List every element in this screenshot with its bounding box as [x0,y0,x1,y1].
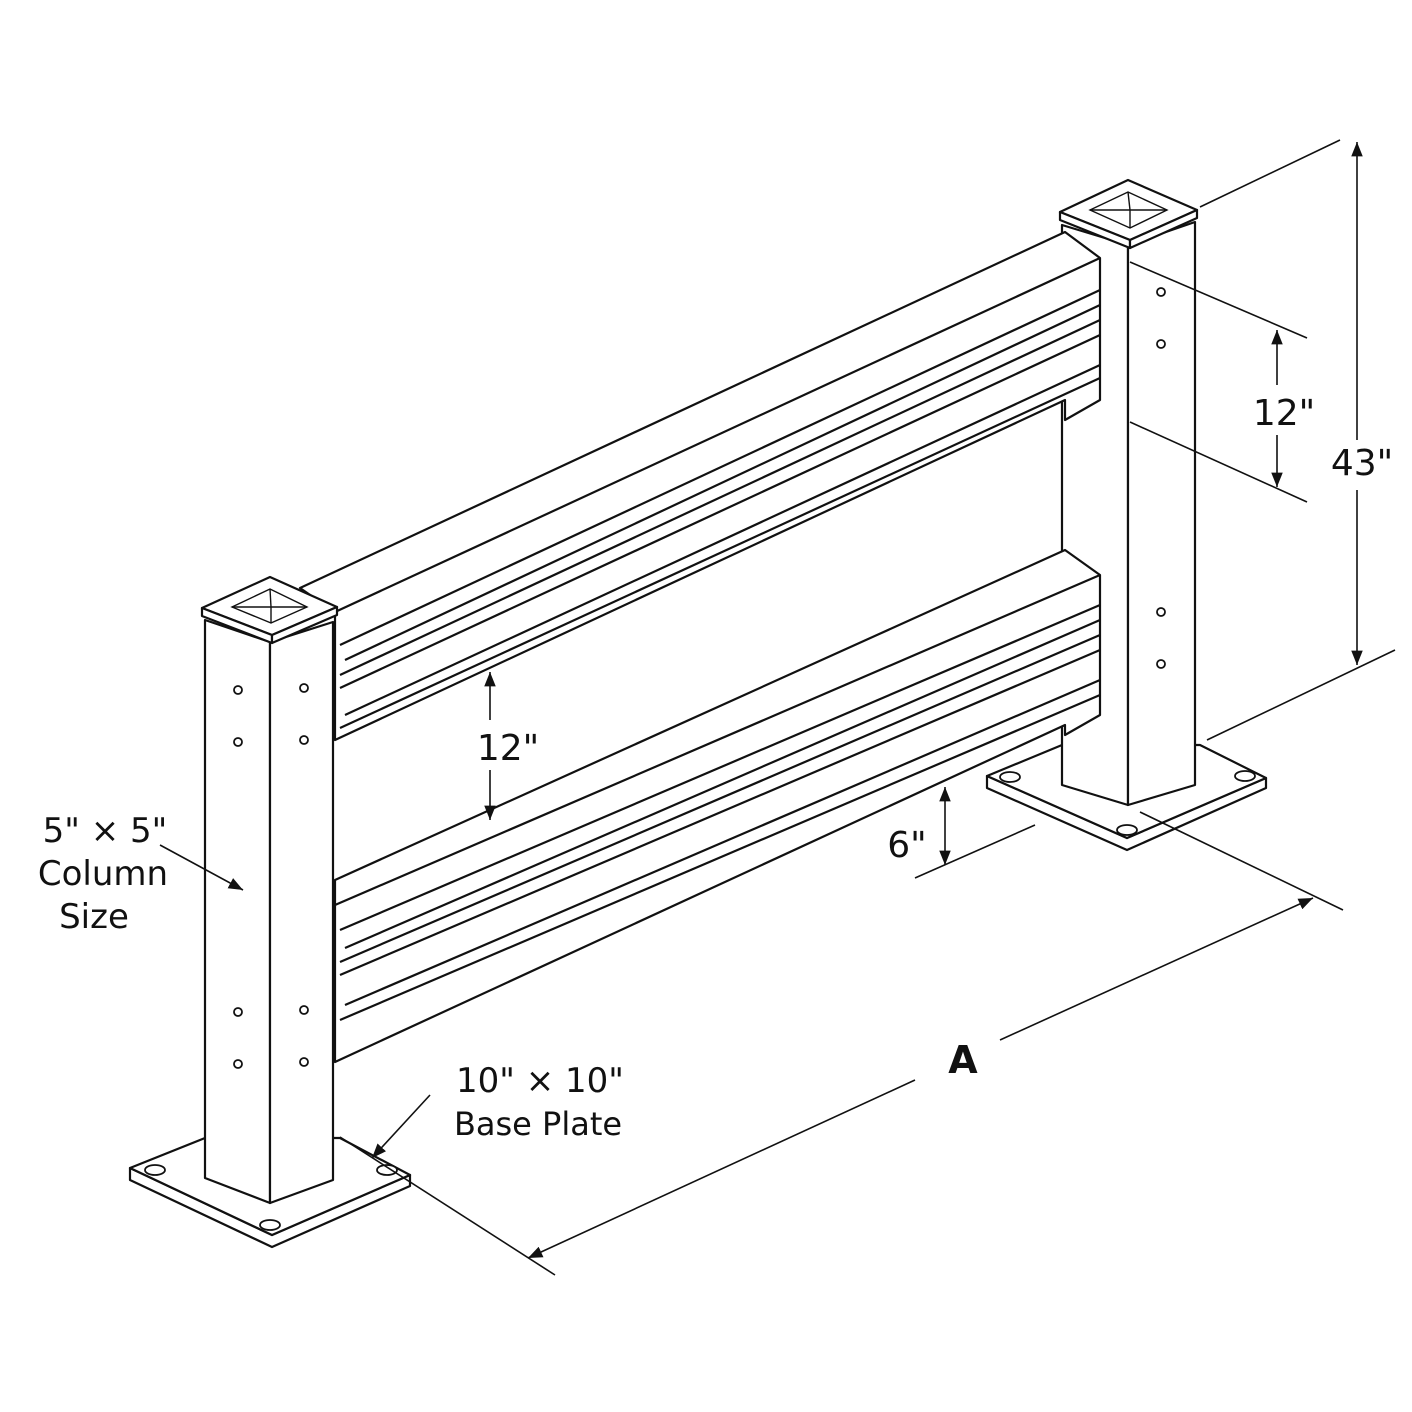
dimension-rail-gap: 12" [477,672,539,820]
lower-rail [333,548,1102,1064]
dimension-43-label: 43" [1331,443,1393,484]
dimension-bottom-clearance: 6" [887,787,1036,879]
upper-rail [298,230,1102,742]
column-size-line1: Column [38,854,168,894]
column-size-line2: Size [59,897,129,937]
base-plate-label: Base Plate [454,1105,622,1143]
column-size-value: 5" × 5" [43,811,168,851]
dimension-12-gap-label: 12" [477,728,539,769]
dimension-6-label: 6" [887,825,926,866]
dimension-12-upper-label: 12" [1253,393,1315,434]
dimension-rail-spacing: 12" [1129,261,1315,503]
left-post [200,575,339,1205]
callout-base-plate: 10" × 10" Base Plate [371,1061,624,1159]
base-plate-value: 10" × 10" [456,1061,624,1101]
dimension-a-label: A [948,1038,978,1082]
dimension-length: A [339,811,1344,1276]
callout-column-size: 5" × 5" Column Size [38,811,244,937]
dimension-overall-height: 43" [1199,139,1396,741]
